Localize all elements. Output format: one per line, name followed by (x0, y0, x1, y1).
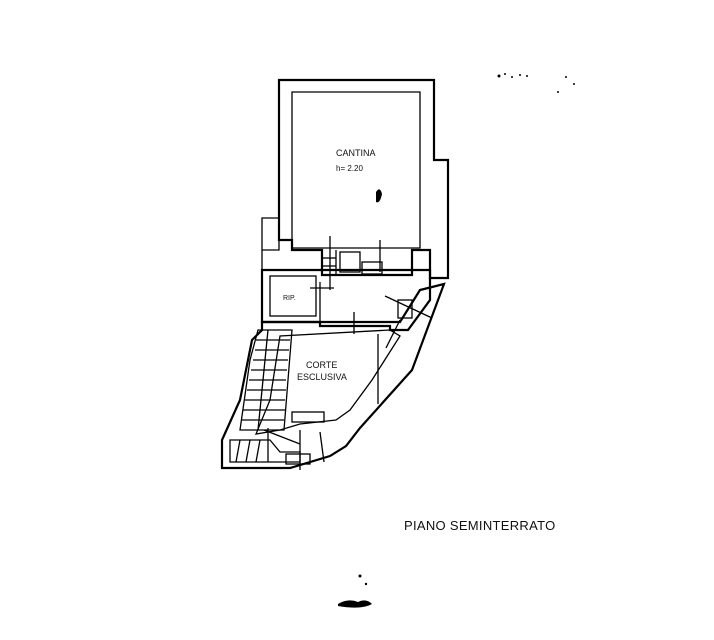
esclusiva-label: ESCLUSIVA (297, 372, 347, 382)
lower-entry (229, 411, 325, 470)
courtyard-staircase (239, 329, 293, 431)
floor-level-label: PIANO SEMINTERRATO (404, 518, 556, 533)
passage-stair (321, 236, 383, 290)
courtyard-area (220, 282, 446, 470)
rip-label: RIP. (283, 295, 296, 302)
cantina-room (261, 78, 450, 320)
corte-label: CORTE (306, 360, 337, 370)
cantina-label: CANTINA (336, 148, 376, 158)
middle-rooms (260, 268, 433, 334)
cantina-height-label: h= 2.20 (336, 164, 363, 173)
scan-marks (338, 73, 575, 608)
